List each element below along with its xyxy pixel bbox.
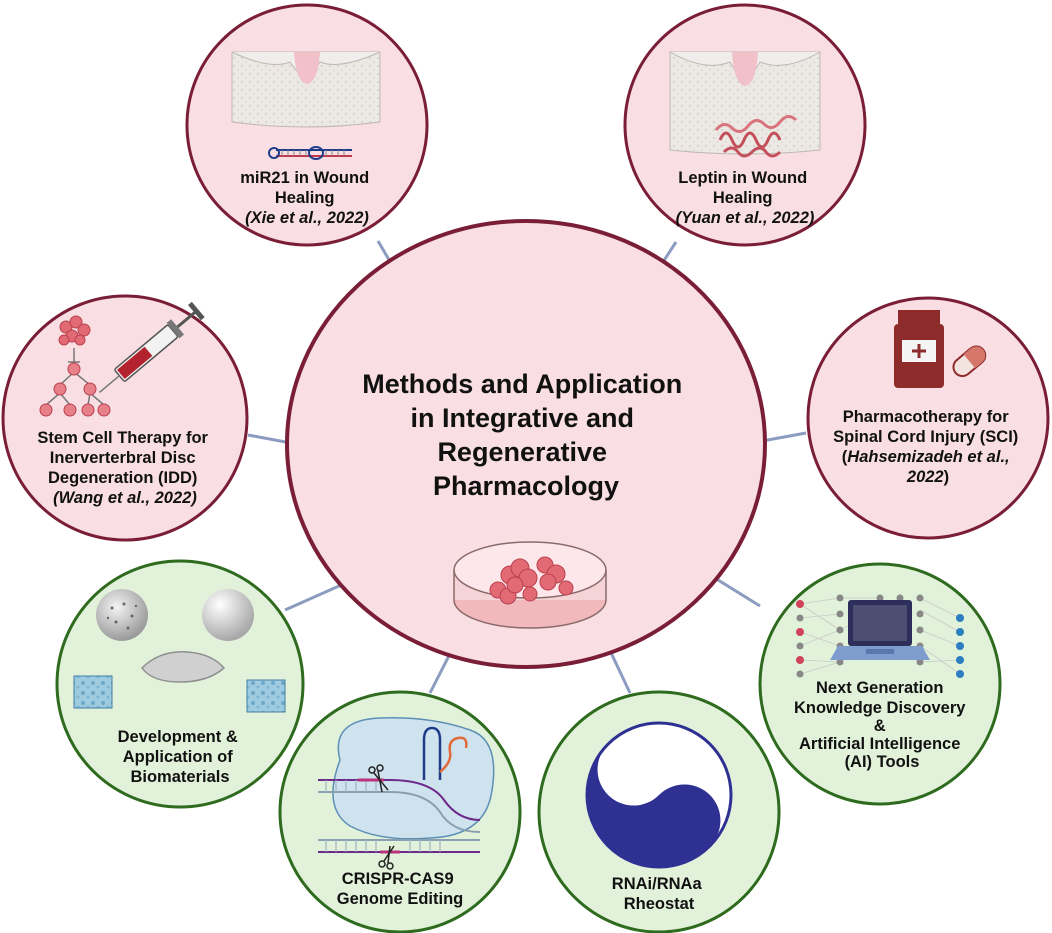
syringe-icon [98,301,205,393]
node-ai-title-5: (AI) Tools [845,753,920,771]
node-sci-citation-year: 2022 [906,468,944,486]
node-stem-cell-label: Stem Cell Therapy for Inerverterbral Dis… [37,429,212,507]
connector-stem-cell [247,433,292,445]
node-sci-title-1: Pharmacotherapy for [843,408,1010,426]
pill-capsule-icon [952,345,987,378]
node-rnai-label: RNAi/RNAa Rheostat [612,875,706,913]
node-ai: Next Generation Knowledge Discovery & Ar… [758,562,1002,806]
medicine-bottle-icon [894,310,944,388]
center-title-line-2: in Integrative and [410,403,634,433]
node-sci-circle [806,296,1050,540]
connector-biomaterials [284,580,349,612]
skin-tissue-icon [231,51,381,128]
center-title-line-3: Regenerative [437,437,607,467]
guide-rna-icon [422,726,468,780]
node-biomaterials-title-2: Application of [123,748,233,766]
laptop-icon [830,600,930,660]
node-crispr: CRISPR-CAS9 Genome Editing [278,690,522,933]
node-stem-cell-title-3: Degeneration (IDD) [48,469,197,487]
node-mir21-citation: (Xie et al., 2022) [245,209,369,227]
scissors-icon [368,764,389,793]
scaffold-texture-icon [73,675,113,709]
node-ai-title-4: Artificial Intelligence [799,735,960,753]
center-node: Methods and Application in Integrative a… [285,219,767,669]
node-biomaterials: Development & Application of Biomaterial… [55,559,305,809]
node-ai-label: Next Generation Knowledge Discovery & Ar… [794,679,970,771]
node-ai-circle [758,562,1002,806]
node-ai-title-3: & [874,717,886,735]
node-leptin-citation: (Yuan et al., 2022) [676,209,815,227]
petri-dish-icon [453,541,607,629]
node-stem-cell: Stem Cell Therapy for Inerverterbral Dis… [1,294,249,542]
node-crispr-title-2: Genome Editing [337,890,464,908]
node-leptin: Leptin in Wound Healing (Yuan et al., 20… [623,3,867,247]
node-stem-cell-circle [1,294,249,542]
node-sci: Pharmacotherapy for Spinal Cord Injury (… [806,296,1050,540]
node-crispr-label: CRISPR-CAS9 Genome Editing [337,870,464,908]
node-rnai-title-1: RNAi/RNAa [612,875,703,893]
center-title-line-1: Methods and Application [362,369,682,399]
node-biomaterials-title-1: Development & [118,728,238,746]
node-stem-cell-citation: (Wang et al., 2022) [53,489,197,507]
node-sci-citation-author: Hahsemizadeh et al., [847,448,1009,466]
porous-sphere-icon [96,589,148,641]
yin-yang-icon [585,721,733,869]
node-leptin-title-2: Healing [713,189,773,207]
node-crispr-title-1: CRISPR-CAS9 [342,870,454,888]
node-rnai: RNAi/RNAa Rheostat [537,690,781,933]
node-stem-cell-title-2: Inerverterbral Disc [50,449,196,467]
node-sci-citation-close: ) [944,468,950,486]
hydrogel-icon [141,651,226,683]
smooth-sphere-icon [202,589,254,641]
connector-lines [247,240,807,694]
scaffold-texture-icon [246,679,286,713]
scissors-icon [378,845,395,870]
connector-sci [761,431,807,443]
center-circle [285,219,767,669]
node-leptin-title-1: Leptin in Wound [678,169,807,187]
node-mir21: miR21 in Wound Healing (Xie et al., 2022… [185,3,429,247]
node-sci-citation-line-2: 2022) [906,468,949,486]
mirna-hairpin-icon [268,146,352,160]
node-stem-cell-title-1: Stem Cell Therapy for [37,429,208,447]
node-leptin-label: Leptin in Wound Healing (Yuan et al., 20… [676,169,815,227]
node-biomaterials-title-3: Biomaterials [130,768,229,786]
node-biomaterials-label: Development & Application of Biomaterial… [118,728,243,786]
leptin-protein-icon [714,115,798,158]
connector-ai [709,573,761,608]
node-mir21-title-1: miR21 in Wound [240,169,369,187]
node-sci-label: Pharmacotherapy for Spinal Cord Injury (… [833,408,1023,486]
cell-differentiation-icon [39,315,111,417]
node-mir21-label: miR21 in Wound Healing (Xie et al., 2022… [240,169,374,227]
node-ai-title-2: Knowledge Discovery [794,699,966,717]
node-rnai-title-2: Rheostat [624,895,695,913]
node-ai-title-1: Next Generation [816,679,943,697]
skin-tissue-icon [669,51,821,155]
center-title: Methods and Application in Integrative a… [362,369,690,501]
node-sci-citation-open: ( [842,448,848,466]
node-mir21-title-2: Healing [275,189,335,207]
cas9-enzyme-icon [332,717,495,840]
center-title-line-4: Pharmacology [433,471,619,501]
dna-helix-icon [318,778,481,854]
node-sci-citation-line-1: (Hahsemizadeh et al., [842,448,1010,466]
node-sci-title-2: Spinal Cord Injury (SCI) [833,428,1018,446]
